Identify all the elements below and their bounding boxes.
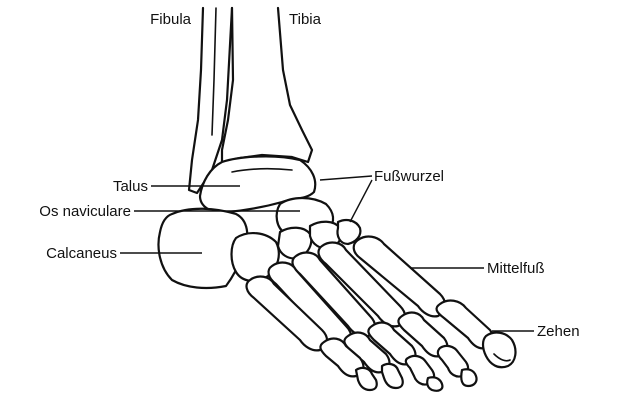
label-tibia: Tibia [289,11,322,28]
os-naviculare-label: Os naviculare [39,203,131,220]
calcaneus-label: Calcaneus [46,245,117,262]
mittelfuss-label: Mittelfuß [487,260,545,277]
tibia-label: Tibia [289,11,322,28]
fusswurzel-label: Fußwurzel [374,168,444,185]
label-mittelfuss: Mittelfuß [410,260,545,277]
zehen-label: Zehen [537,323,580,340]
fusswurzel-leader-line-2 [350,180,372,222]
talus-label: Talus [113,178,148,195]
tibia-bone [222,8,312,162]
label-fusswurzel: Fußwurzel [320,168,444,222]
fusswurzel-leader-line-1 [320,176,372,180]
fibula-label: Fibula [150,11,192,28]
label-fibula: Fibula [150,11,192,28]
